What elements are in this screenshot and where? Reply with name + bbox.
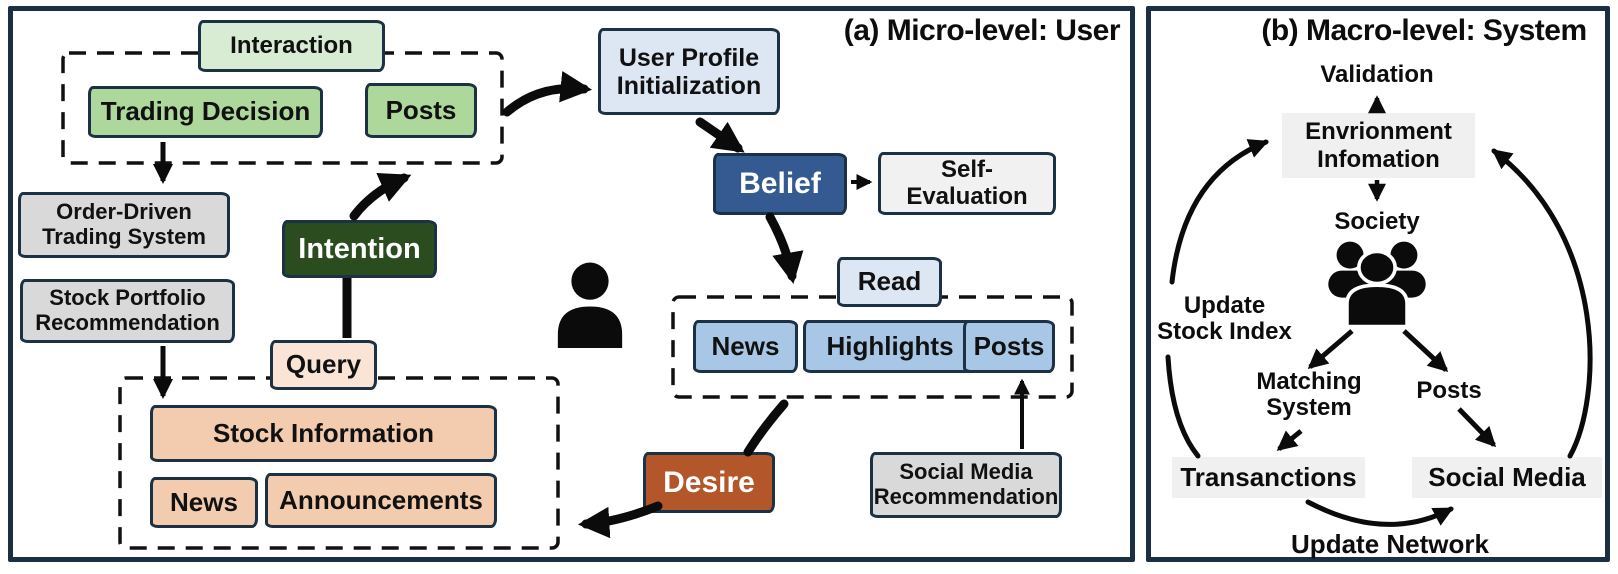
validation-label: Validation — [1320, 61, 1434, 88]
intention-box: Intention — [282, 220, 437, 278]
highlights-box: Highlights — [803, 320, 977, 373]
announcements-box: Announcements — [265, 473, 497, 528]
society-icon — [1320, 235, 1434, 329]
belief-box: Belief — [713, 153, 847, 215]
panel-a-title: (a) Micro-level: User — [843, 14, 1121, 47]
user-profile-initialization-box: User Profile Initialization — [598, 28, 780, 115]
order-driven-trading-system-box: Order-Driven Trading System — [18, 192, 230, 258]
posts-box-read: Posts — [963, 320, 1055, 373]
news-box-query: News — [150, 477, 258, 528]
matching-system-label: Matching System — [1256, 368, 1362, 422]
panel-b-title: (b) Macro-level: System — [1261, 14, 1587, 47]
posts-box-interaction: Posts — [365, 83, 477, 138]
social-media-recommendation-box: Social Media Recommendation — [870, 452, 1062, 518]
query-box: Query — [270, 340, 377, 390]
update-network-label: Update Network — [1291, 529, 1489, 559]
read-box: Read — [837, 257, 942, 307]
news-box-read: News — [693, 320, 798, 373]
society-label: Society — [1334, 208, 1420, 235]
self-evaluation-box: Self-Evaluation — [878, 152, 1056, 215]
stock-portfolio-recommendation-box: Stock Portfolio Recommendation — [20, 279, 235, 343]
user-icon — [549, 260, 631, 348]
stock-information-box: Stock Information — [150, 405, 497, 462]
trading-decision-box: Trading Decision — [88, 86, 323, 138]
update-stock-index-label: Update Stock Index — [1157, 292, 1292, 346]
desire-box: Desire — [643, 452, 775, 513]
interaction-box: Interaction — [198, 20, 385, 72]
environment-information-box: Envrionment Infomation — [1282, 113, 1475, 178]
posts-label: Posts — [1416, 377, 1482, 404]
transactions-box: Transanctions — [1172, 457, 1365, 498]
social-media-box: Social Media — [1412, 457, 1602, 498]
